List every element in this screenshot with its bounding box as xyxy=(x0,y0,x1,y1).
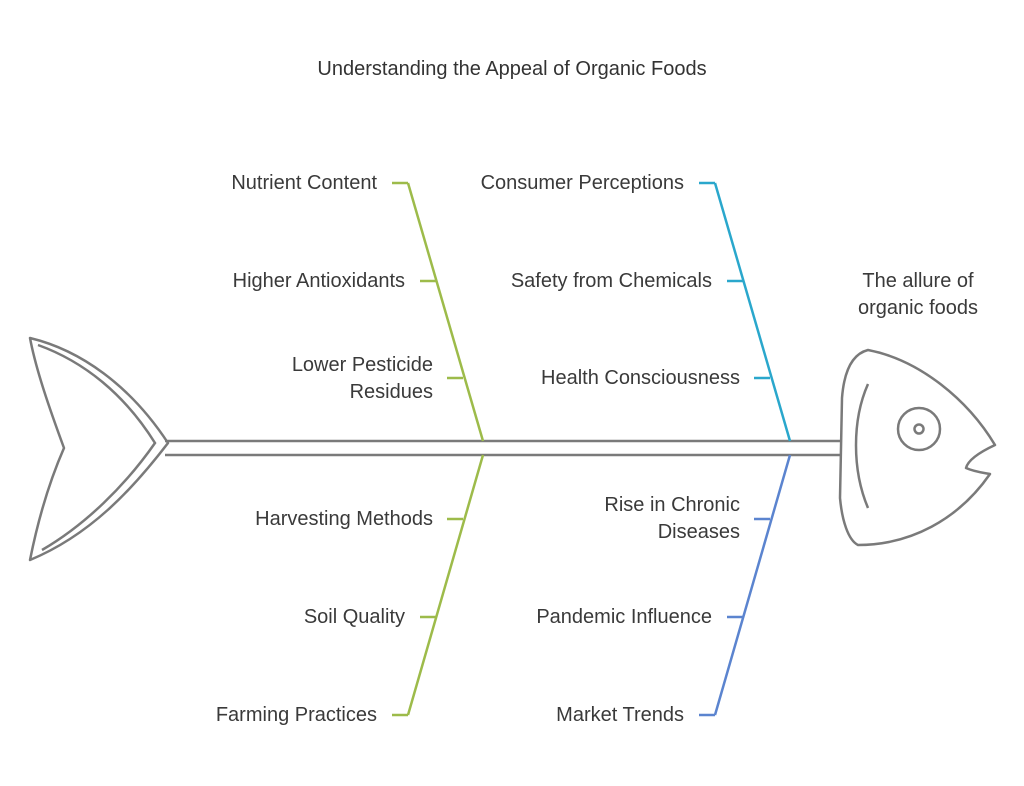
diagram-title: Understanding the Appeal of Organic Food… xyxy=(317,58,707,80)
fish-eye-outer xyxy=(896,406,942,452)
label-health-consciousness: Health Consciousness xyxy=(541,367,740,389)
label-lower-pesticide-residues: Lower Pesticide Residues xyxy=(291,354,433,403)
bone-lower-right xyxy=(713,454,792,716)
fish-eye-inner xyxy=(913,423,925,435)
label-farming-practices: Farming Practices xyxy=(215,704,377,726)
fish-tail-inner xyxy=(37,343,157,552)
bone-upper-left xyxy=(406,182,485,442)
fish-tail xyxy=(28,336,170,562)
label-harvesting-methods: Harvesting Methods xyxy=(255,508,433,530)
fish-gill xyxy=(854,383,870,509)
label-soil-quality: Soil Quality xyxy=(303,606,405,628)
label-higher-antioxidants: Higher Antioxidants xyxy=(232,270,405,292)
label-nutrient-content: Nutrient Content xyxy=(231,172,377,194)
label-rise-in-chronic-diseases: Rise in Chronic Diseases xyxy=(604,494,740,543)
label-pandemic-influence: Pandemic Influence xyxy=(536,606,712,628)
bone-lower-left xyxy=(406,454,485,716)
label-market-trends: Market Trends xyxy=(556,704,684,726)
fish-head xyxy=(838,348,997,547)
label-safety-from-chemicals: Safety from Chemicals xyxy=(510,270,712,292)
label-consumer-perceptions: Consumer Perceptions xyxy=(480,172,684,194)
bone-upper-right xyxy=(713,182,792,442)
head-label: The allure of organic foods xyxy=(857,270,979,319)
